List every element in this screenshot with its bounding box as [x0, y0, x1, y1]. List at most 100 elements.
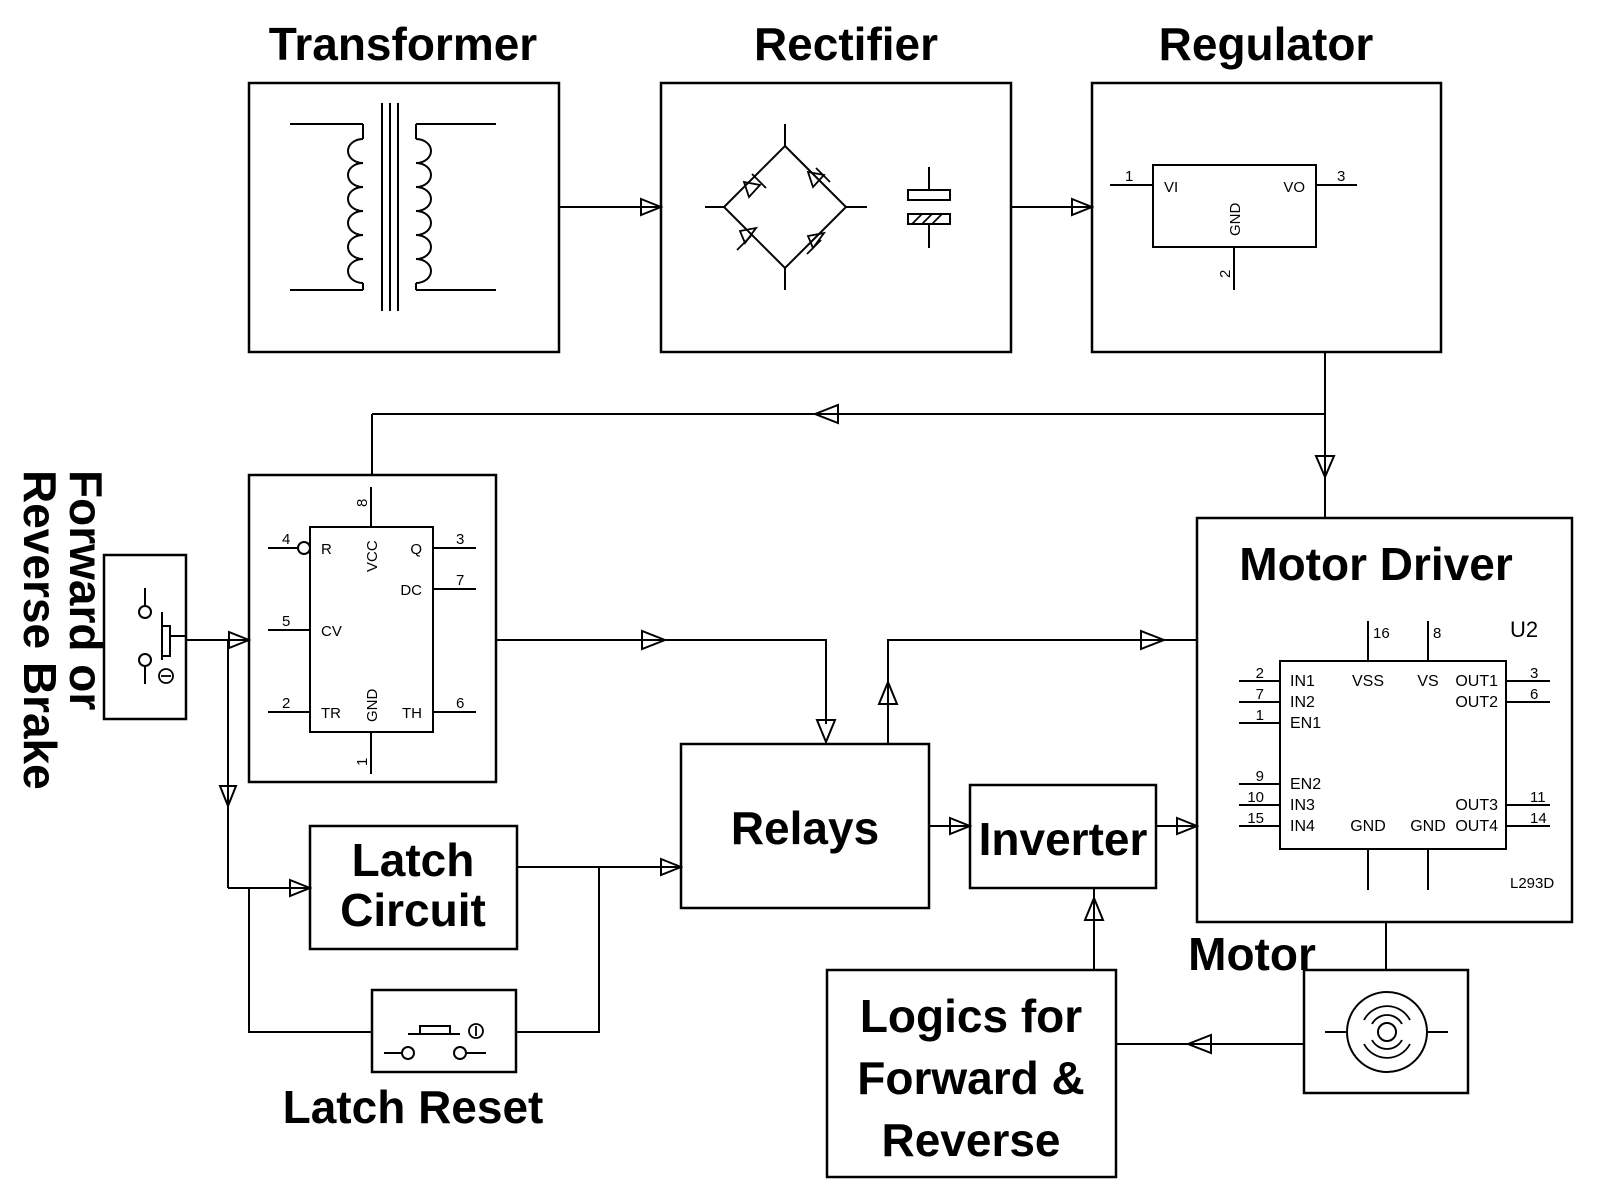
pin-number-3: 3 [1337, 168, 1345, 185]
logics-box [825, 968, 1118, 1179]
driver-label-en1: EN1 [1290, 715, 1321, 732]
driver-pin-2: 2 [1256, 665, 1264, 682]
regulator-block: Regulator VI VO GND 1 3 2 [1090, 18, 1443, 354]
driver-label-en2: EN2 [1290, 776, 1321, 793]
pin-number-2: 2 [1217, 270, 1234, 278]
arrow-timer-out [641, 629, 668, 651]
timer-pin-8: 8 [354, 499, 371, 507]
driver-label-gnd-b: GND [1410, 818, 1446, 835]
timer-label-dc: DC [400, 582, 422, 599]
inverter-block: Inverter [968, 783, 1158, 890]
latch-circuit-block: Latch Circuit [308, 824, 519, 951]
driver-pin-11: 11 [1530, 789, 1546, 806]
transformer-block: Transformer [247, 18, 561, 354]
pin-label-vi: VI [1164, 179, 1178, 196]
relays-block: Relays [679, 742, 931, 910]
driver-label-gnd-a: GND [1350, 818, 1386, 835]
driver-pin-10: 10 [1247, 789, 1264, 806]
motor-driver-box [1195, 516, 1574, 924]
arrow-logics-inverter [1083, 895, 1105, 921]
wire-relays-driver [887, 639, 1197, 744]
wire-timer-relays [496, 639, 827, 724]
latch-reset-label: Latch Reset [283, 1081, 544, 1133]
logics-label-line1: Logics for [860, 990, 1082, 1042]
connections [186, 207, 1387, 1055]
reset-pushbutton-symbol [384, 1023, 486, 1060]
transformer-box [247, 81, 561, 354]
logics-label-line3: Reverse [881, 1114, 1060, 1166]
timer-label-vcc: VCC [364, 540, 381, 572]
arrow-into-relays [815, 719, 837, 745]
transformer-symbol [290, 103, 496, 311]
timer-label-gnd: GND [364, 689, 381, 723]
timer-ic: R VCC Q DC CV TR GND TH 4 8 3 7 5 2 6 1 [268, 487, 476, 774]
driver-part-l293d: L293D [1510, 875, 1554, 892]
driver-label-out1: OUT1 [1455, 673, 1498, 690]
transformer-title: Transformer [269, 18, 538, 70]
wire-reset-left [248, 888, 372, 1033]
pin-label-vo: VO [1283, 179, 1305, 196]
driver-pin-1: 1 [1256, 707, 1264, 724]
latch-reset-box [370, 988, 518, 1074]
motor-block: Motor [1188, 928, 1470, 1095]
rectifier-block: Rectifier [659, 18, 1013, 354]
timer-label-th: TH [402, 705, 422, 722]
arrow-relays-up [877, 679, 899, 705]
motor-driver-block: Motor Driver U2 L293D IN1 IN2 EN1 EN2 IN… [1195, 516, 1574, 924]
arrow-motor-logics [1185, 1033, 1212, 1055]
driver-pin-9: 9 [1256, 768, 1264, 785]
pin-number-1: 1 [1125, 168, 1133, 185]
regulator-title: Regulator [1159, 18, 1374, 70]
pushbutton-symbol [138, 588, 186, 684]
bridge-rectifier-symbol [705, 124, 867, 290]
timer-pin-3: 3 [456, 531, 464, 548]
logics-label-line2: Forward & [857, 1052, 1084, 1104]
driver-pin-15: 15 [1247, 810, 1264, 827]
latch-label-line1: Latch [352, 834, 475, 886]
l293d-ic: IN1 IN2 EN1 EN2 IN3 IN4 VSS VS OUT1 OUT2… [1239, 621, 1550, 890]
timer-pin-4: 4 [282, 531, 290, 548]
arrow-to-driver [1140, 629, 1167, 651]
driver-pin-3: 3 [1530, 665, 1538, 682]
timer-pin-5: 5 [282, 613, 290, 630]
arrow-power-driver [1314, 455, 1336, 480]
motor-icon [1325, 991, 1448, 1073]
timer-label-cv: CV [321, 623, 342, 640]
switch-label-line2: Reverse Brake [14, 470, 66, 790]
timer-label-tr: TR [321, 705, 341, 722]
wire-reset-right [516, 867, 600, 1033]
latch-label-line2: Circuit [340, 884, 486, 936]
driver-pin-8: 8 [1433, 625, 1441, 642]
latch-reset-block: Latch Reset [283, 988, 544, 1133]
driver-ref-u2: U2 [1510, 617, 1538, 642]
driver-label-out2: OUT2 [1455, 694, 1498, 711]
driver-label-in1: IN1 [1290, 673, 1315, 690]
logics-block: Logics for Forward & Reverse [825, 968, 1118, 1179]
timer-pin-1: 1 [354, 758, 371, 766]
timer-pin-7: 7 [456, 572, 464, 589]
timer-label-q: Q [410, 541, 422, 558]
driver-pin-7: 7 [1256, 686, 1264, 703]
pin-label-gnd: GND [1227, 203, 1244, 237]
relays-label: Relays [731, 802, 879, 854]
driver-pin-16: 16 [1373, 625, 1390, 642]
driver-label-out3: OUT3 [1455, 797, 1498, 814]
rectifier-box [659, 81, 1013, 354]
driver-label-in3: IN3 [1290, 797, 1315, 814]
motor-driver-title: Motor Driver [1239, 538, 1513, 590]
rectifier-title: Rectifier [754, 18, 938, 70]
timer-pin-2: 2 [282, 695, 290, 712]
driver-label-in4: IN4 [1290, 818, 1315, 835]
timer-pin-6: 6 [456, 695, 464, 712]
driver-pin-6: 6 [1530, 686, 1538, 703]
timer-block: R VCC Q DC CV TR GND TH 4 8 3 7 5 2 6 1 [247, 473, 498, 784]
direction-switch-block: Forward or Reverse Brake [14, 470, 188, 790]
driver-pin-14: 14 [1530, 810, 1547, 827]
driver-label-vs: VS [1417, 673, 1438, 690]
capacitor-symbol [907, 167, 951, 248]
inverter-label: Inverter [979, 813, 1148, 865]
driver-label-out4: OUT4 [1455, 818, 1498, 835]
inverter-box [968, 783, 1158, 890]
voltage-regulator-ic: VI VO GND 1 3 2 [1110, 164, 1357, 290]
